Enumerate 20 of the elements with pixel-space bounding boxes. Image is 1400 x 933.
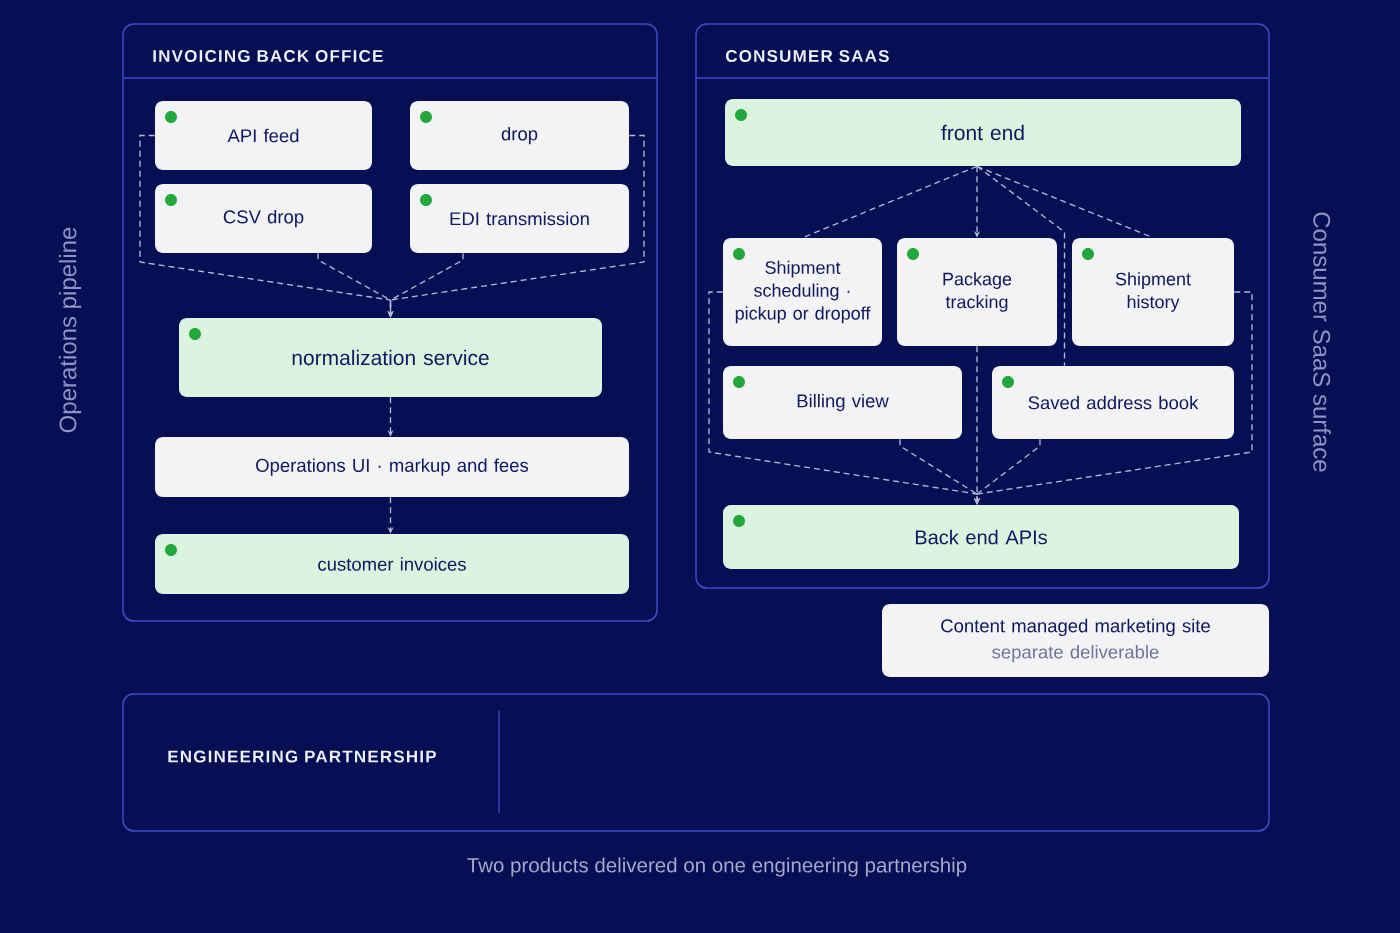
panel: ENGINEERING PARTNERSHIP — [122, 693, 1270, 832]
process-box: Package tracking — [897, 238, 1057, 346]
process-box: Saved address book — [992, 366, 1234, 439]
process-box: Shipment scheduling · pickup or dropoff — [723, 238, 882, 346]
process-box: front end — [725, 99, 1241, 166]
process-box: normalization service — [179, 318, 602, 397]
caption: Two products delivered on one engineering partnership — [467, 857, 967, 877]
process-box: drop — [410, 101, 629, 170]
process-box: Operations UI · markup and fees — [155, 437, 629, 497]
process-box: customer invoices — [155, 534, 629, 594]
side-label: Consumer SaaS surface — [1313, 212, 1331, 472]
process-box: Content managed marketing site separate deliverable — [882, 604, 1269, 677]
process-box: CSV drop — [155, 184, 372, 253]
process-box: Back end APIs — [723, 505, 1239, 569]
process-box: Shipment history — [1072, 238, 1234, 346]
process-box: EDI transmission — [410, 184, 629, 253]
connector-line — [976, 165, 1066, 367]
process-box: API feed — [155, 101, 372, 170]
process-box: Billing view — [723, 366, 962, 439]
side-label: Operations pipeline — [58, 227, 82, 433]
